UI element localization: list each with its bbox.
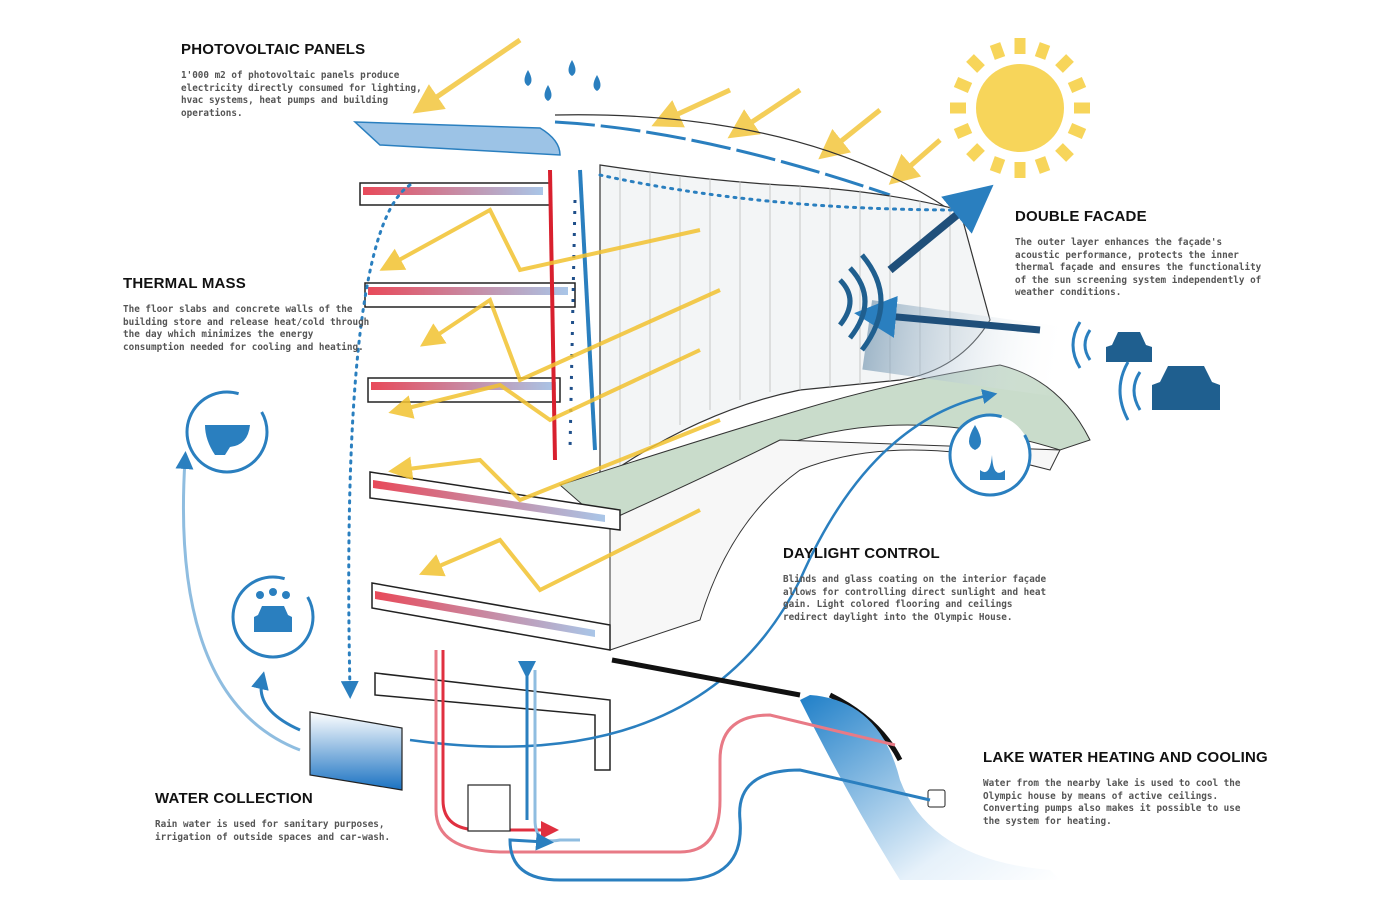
thermal-mass-title: THERMAL MASS (123, 275, 246, 292)
lake (800, 695, 1060, 880)
lake-water-title: LAKE WATER HEATING AND COOLING (983, 749, 1268, 766)
double-facade-title: DOUBLE FACADE (1015, 208, 1147, 225)
water-collection-title: WATER COLLECTION (155, 790, 313, 807)
rain-drops-icon (524, 60, 601, 101)
irrigation-plant-icon (948, 413, 1032, 497)
sun-icon (950, 38, 1090, 178)
car-wash-icon (231, 575, 315, 659)
photovoltaic-panels-section: PHOTOVOLTAIC PANELS 1'000 m2 of photovol… (181, 41, 422, 120)
heat-pump-box (467, 784, 511, 832)
lake-water-text: Water from the nearby lake is used to co… (983, 778, 1241, 827)
daylight-control-section: DAYLIGHT CONTROL Blinds and glass coatin… (783, 545, 1046, 624)
daylight-reflection-arrows (379, 207, 721, 593)
sunlight-arrows (412, 37, 942, 185)
photovoltaic-roof (353, 121, 561, 156)
car-icon (1106, 332, 1220, 410)
double-facade-text: The outer layer enhances the façade's ac… (1015, 237, 1262, 299)
water-collection-tank (309, 711, 403, 791)
floor-slabs (359, 182, 621, 771)
sound-waves-icon (837, 253, 884, 352)
daylight-text: Blinds and glass coating on the interior… (783, 574, 1047, 623)
double-facade (599, 164, 991, 482)
thermal-mass-section: THERMAL MASS The floor slabs and concret… (123, 275, 369, 354)
sanitary-toilet-icon (185, 390, 269, 474)
daylight-title: DAYLIGHT CONTROL (783, 545, 940, 562)
water-collection-section: WATER COLLECTION Rain water is used for … (155, 790, 390, 844)
water-collection-text: Rain water is used for sanitary purposes… (155, 819, 391, 843)
rainwater-down-arrow (340, 183, 412, 699)
thermal-mass-text: The floor slabs and concrete walls of th… (123, 304, 370, 353)
lake-water-section: LAKE WATER HEATING AND COOLING Water fro… (983, 749, 1268, 828)
noise-arrow (854, 295, 1041, 338)
heat-out-arrow (887, 184, 994, 274)
double-facade-section: DOUBLE FACADE The outer layer enhances t… (1015, 208, 1261, 300)
photovoltaic-text: 1'000 m2 of photovoltaic panels produce … (181, 70, 422, 119)
photovoltaic-title: PHOTOVOLTAIC PANELS (181, 41, 366, 58)
